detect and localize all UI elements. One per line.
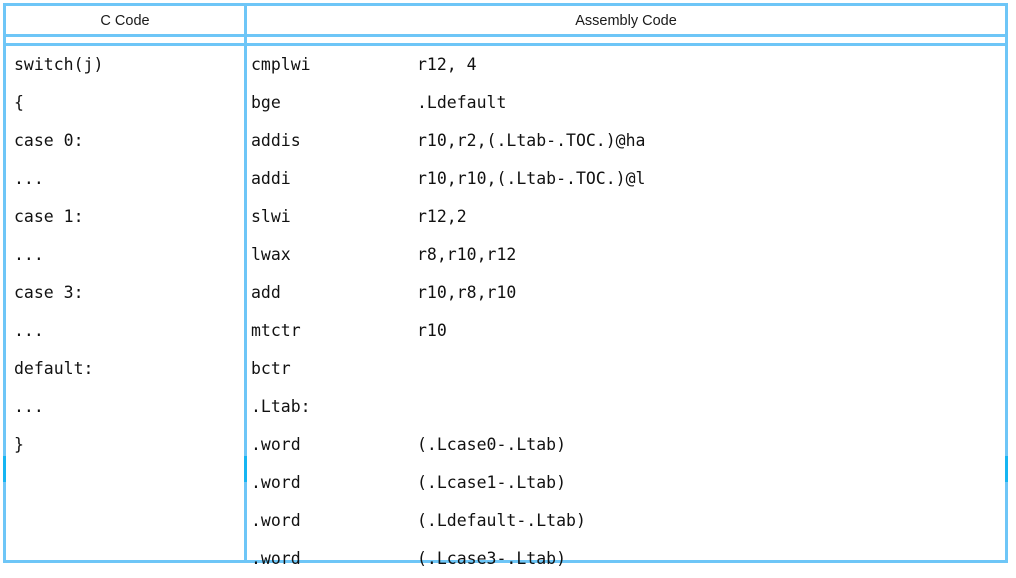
assembly-mnemonic: addi [251,169,291,188]
column-header-c-code: C Code [100,13,150,29]
c-code-line: ... [14,169,44,188]
code-comparison-table-wrapper: C Code Assembly Code switch(j) { case 0:..… [3,3,1008,568]
assembly-code-line: .word (.Lcase3-.Ltab) [251,540,1005,578]
c-code-line: { [14,93,24,112]
assembly-mnemonic: .word [251,435,301,454]
assembly-operands: (.Lcase3-.Ltab) [417,549,567,568]
assembly-code-line: .word (.Ldefault-.Ltab) [251,502,1005,540]
assembly-mnemonic: .Ltab: [251,397,311,416]
left-border-accent-mark [3,456,6,482]
c-code-line: ... [14,321,44,340]
column-divider [244,6,247,560]
c-code-line: ... [14,397,44,416]
assembly-mnemonic: bge [251,93,281,112]
assembly-code-line: .word (.Lcase1-.Ltab) [251,464,1005,502]
assembly-operands: (.Lcase0-.Ltab) [417,435,567,454]
assembly-operands: (.Lcase1-.Ltab) [417,473,567,492]
assembly-code-line: addis r10,r2,(.Ltab-.TOC.)@ha [251,122,1005,160]
assembly-mnemonic: .word [251,511,301,530]
assembly-mnemonic: .word [251,473,301,492]
assembly-code-line: add r10,r8,r10 [251,274,1005,312]
header-underline-rule [6,43,1005,46]
assembly-code-line: bge .Ldefault [251,84,1005,122]
c-code-line: switch(j) [14,55,104,74]
code-comparison-table: C Code Assembly Code switch(j) { case 0:..… [3,3,1008,568]
assembly-operands: r10,r2,(.Ltab-.TOC.)@ha [417,131,646,150]
table-header-row: C Code Assembly Code [6,6,1005,37]
c-code-line: } [14,435,24,454]
assembly-operands: .Ldefault [417,93,507,112]
table-body: switch(j) { case 0:... case 1:... case 3:...… [6,46,1005,568]
assembly-mnemonic: addis [251,131,301,150]
assembly-operands: r10,r8,r10 [417,283,517,302]
assembly-mnemonic: .word [251,549,301,568]
column-header-assembly-code: Assembly Code [575,13,677,29]
assembly-operands: (.Ldefault-.Ltab) [417,511,586,530]
c-code-line: ... [14,245,44,264]
assembly-code-line: .Ltab: [251,388,1005,426]
assembly-operands: r12, 4 [417,55,477,74]
assembly-code-line: slwi r12,2 [251,198,1005,236]
assembly-code-line: bctr [251,350,1005,388]
assembly-mnemonic: bctr [251,359,291,378]
assembly-operands: r10 [417,321,447,340]
assembly-mnemonic: lwax [251,245,291,264]
assembly-operands: r12,2 [417,207,467,226]
c-code-line: default: [14,359,94,378]
assembly-mnemonic: cmplwi [251,55,311,74]
assembly-code-line: mtctr r10 [251,312,1005,350]
assembly-mnemonic: add [251,283,281,302]
c-code-column: switch(j) { case 0:... case 1:... case 3:...… [6,46,244,560]
assembly-mnemonic: slwi [251,207,291,226]
c-code-line: case 0: [14,131,84,150]
c-code-line: case 1: [14,207,84,226]
assembly-mnemonic: mtctr [251,321,301,340]
assembly-code-line: cmplwi r12, 4 [251,46,1005,84]
assembly-operands: r8,r10,r12 [417,245,517,264]
assembly-code-line: .word (.Lcase0-.Ltab) [251,426,1005,464]
assembly-code-line: addi r10,r10,(.Ltab-.TOC.)@l [251,160,1005,198]
assembly-operands: r10,r10,(.Ltab-.TOC.)@l [417,169,646,188]
assembly-code-line: lwax r8,r10,r12 [251,236,1005,274]
divider-accent-mark [244,456,247,482]
right-border-accent-mark [1005,456,1008,482]
c-code-line: case 3: [14,283,84,302]
assembly-code-column: cmplwi r12, 4 bge .Ldefault addis r10,r2,(.Lt… [247,46,1005,568]
